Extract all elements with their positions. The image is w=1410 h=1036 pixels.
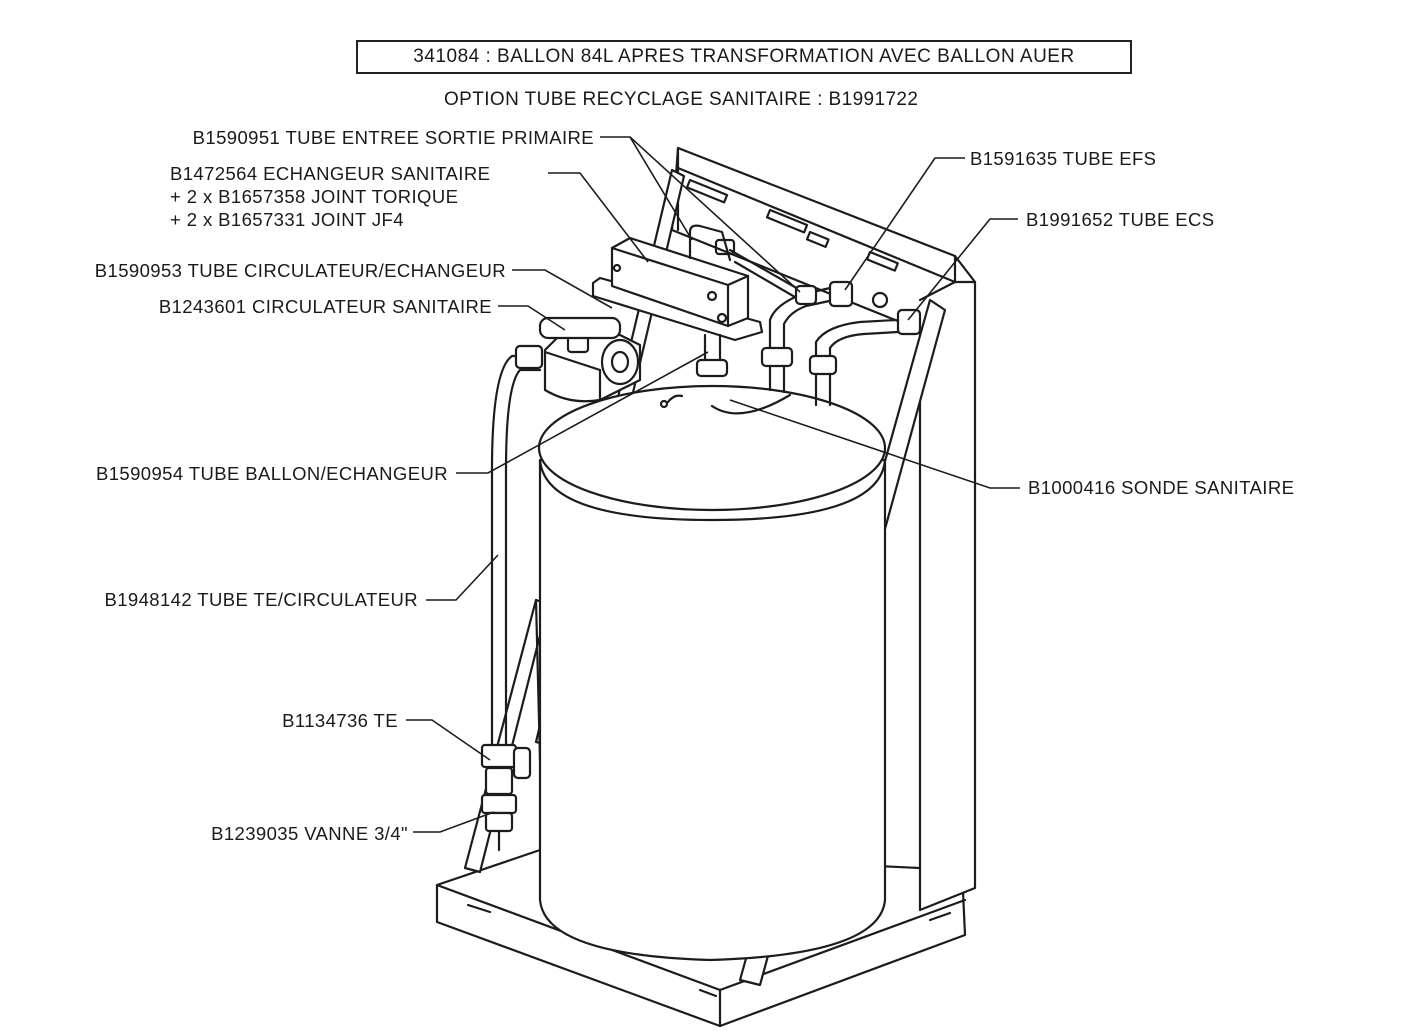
label-tube-te-circ: B1948142 TUBE TE/CIRCULATEUR xyxy=(104,589,418,610)
te-and-valve xyxy=(480,743,532,852)
tube-ecs xyxy=(808,308,922,407)
label-tube-ballon-ech: B1590954 TUBE BALLON/ECHANGEUR xyxy=(95,463,448,484)
label-tube-entree-sortie: B1590951 TUBE ENTREE SORTIE PRIMAIRE xyxy=(192,127,594,148)
label-vanne: B1239035 VANNE 3/4" xyxy=(211,823,408,844)
leader-vanne xyxy=(413,811,495,833)
leader-echangeur xyxy=(548,172,649,263)
label-sonde: B1000416 SONDE SANITAIRE xyxy=(1028,477,1295,498)
tube-entree-sortie xyxy=(728,248,818,306)
leader-ecs xyxy=(907,218,1018,321)
circulator-pump xyxy=(538,316,642,403)
drawing-subtitle: OPTION TUBE RECYCLAGE SANITAIRE : B19917… xyxy=(444,89,919,110)
leader-tube-circ-ech xyxy=(512,269,613,309)
label-joint-jf4: + 2 x B1657331 JOINT JF4 xyxy=(170,209,404,230)
label-circulateur: B1243601 CIRCULATEUR SANITAIRE xyxy=(158,296,492,317)
leader-te xyxy=(406,719,491,761)
label-tube-efs: B1591635 TUBE EFS xyxy=(970,148,1157,169)
leader-efs xyxy=(844,157,965,291)
label-tube-circ-ech: B1590953 TUBE CIRCULATEUR/ECHANGEUR xyxy=(94,260,506,281)
leader-tube-entree-2 xyxy=(629,136,801,293)
back-panel xyxy=(670,146,977,912)
label-joint-torique: + 2 x B1657358 JOINT TORIQUE xyxy=(170,186,459,207)
drawing-title: 341084 : BALLON 84L APRES TRANSFORMATION… xyxy=(356,40,1132,74)
leader-tube-te xyxy=(426,554,499,601)
leader-circulateur xyxy=(498,305,566,331)
label-te: B1134736 TE xyxy=(282,710,398,731)
leader-sonde xyxy=(729,399,1020,489)
heat-exchanger xyxy=(591,224,764,378)
label-tube-ecs: B1991652 TUBE ECS xyxy=(1026,209,1215,230)
label-echangeur: B1472564 ECHANGEUR SANITAIRE xyxy=(170,163,491,184)
tank xyxy=(537,384,887,962)
leader-tube-ballon xyxy=(456,351,709,474)
